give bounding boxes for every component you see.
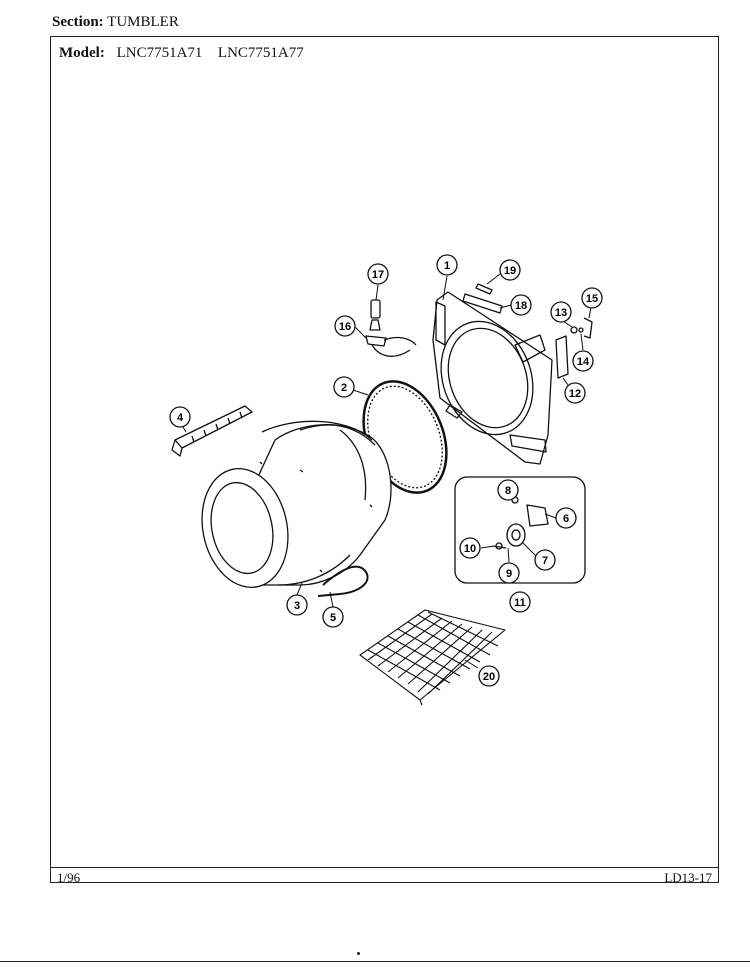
model-number-2: LNC7751A77 [217,45,304,61]
callout-16: 16 [334,315,356,337]
hinge-parts [555,317,593,379]
page-bottom-rule [0,961,750,962]
model-label: Model: [59,45,105,61]
svg-text:7: 7 [542,555,548,567]
callout-2: 2 [333,376,355,398]
callout-13: 13 [550,301,572,323]
callout-15: 15 [581,287,603,309]
callout-3: 3 [286,594,308,616]
svg-text:10: 10 [464,543,476,555]
footer-date: 1/96 [57,870,81,885]
rear-bulkhead-part [432,291,553,465]
callout-20: 20 [478,665,500,687]
svg-text:5: 5 [330,612,336,624]
svg-text:20: 20 [483,671,495,683]
callout-7: 7 [534,549,556,571]
svg-text:17: 17 [372,269,384,281]
drum-part [201,420,392,588]
svg-text:19: 19 [504,265,516,277]
clip-part [462,283,503,314]
footer-divider [51,867,718,868]
baffle-part [171,405,253,457]
svg-text:6: 6 [563,513,569,525]
callout-1: 1 [436,254,458,276]
footer-page-code: LD13-17 [664,870,712,885]
svg-text:14: 14 [577,356,590,368]
svg-text:13: 13 [555,307,567,319]
scan-mark [357,952,360,955]
callout-17: 17 [367,263,389,285]
svg-text:4: 4 [177,412,184,424]
svg-text:1: 1 [444,260,450,272]
drive-belt-part [317,565,369,597]
callout-11: 11 [509,591,531,613]
leader-lines [179,273,592,669]
model-number-1: LNC7751A71 [116,45,203,61]
callout-5: 5 [322,606,344,628]
lint-grill-part [359,609,506,706]
callout-10: 10 [459,537,481,559]
callout-6: 6 [555,507,577,529]
svg-text:18: 18 [515,300,527,312]
idler-assembly-box [454,476,586,584]
svg-text:9: 9 [506,568,512,580]
callout-12: 12 [564,382,586,404]
callout-4: 4 [169,406,191,428]
svg-text:8: 8 [505,485,511,497]
section-value: TUMBLER [107,14,179,30]
svg-text:2: 2 [341,382,347,394]
callout-9: 9 [498,562,520,584]
callout-18: 18 [510,294,532,316]
section-heading: Section: TUMBLER [52,14,179,31]
thermostat-part [365,299,417,357]
callout-19: 19 [499,259,521,281]
callout-8: 8 [497,479,519,501]
svg-text:12: 12 [569,388,581,400]
callout-14: 14 [572,350,594,372]
svg-text:16: 16 [339,321,351,333]
svg-text:11: 11 [514,597,526,609]
svg-text:3: 3 [294,600,300,612]
section-label: Section: [52,14,104,30]
diagram-frame: Model: LNC7751A71 LNC7751A77 1/96 LD13-1… [50,36,719,885]
svg-text:15: 15 [586,293,598,305]
callout-markers: 1 2 3 4 5 6 7 8 9 10 11 12 13 14 15 16 1… [169,254,603,687]
model-heading: Model: LNC7751A71 LNC7751A77 [59,45,304,62]
